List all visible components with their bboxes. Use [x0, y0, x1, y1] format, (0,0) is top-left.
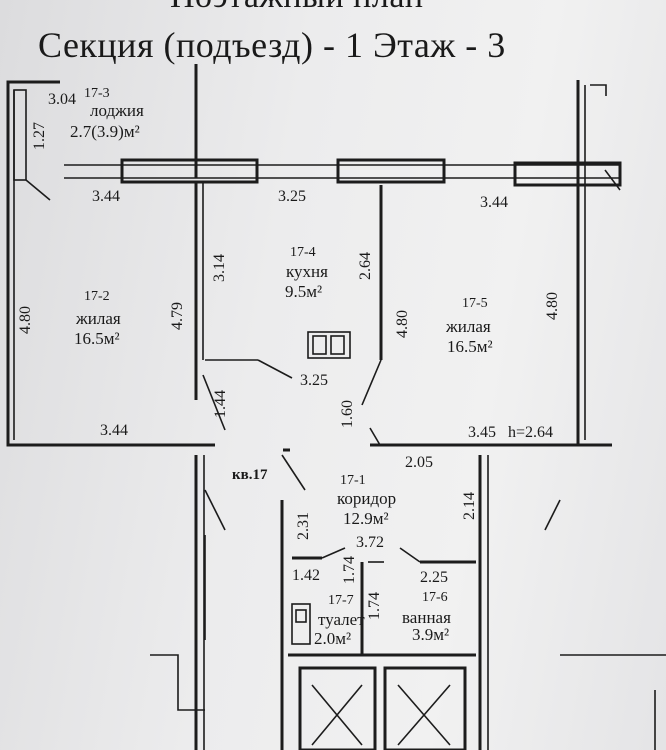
window-kitchen — [336, 158, 446, 184]
room-17-1-area: 12.9м² — [343, 509, 389, 528]
bath-door-swing — [399, 547, 421, 563]
room-17-6-name: ванная — [402, 608, 451, 627]
dim-room2-left: 4.80 — [17, 306, 34, 334]
dim-room5-left: 4.80 — [394, 310, 411, 338]
shaft-right — [383, 666, 467, 750]
room-17-1-name: коридор — [337, 489, 397, 508]
dim-room5-right: 4.80 — [544, 292, 561, 320]
room-17-3-area: 2.7(3.9)м² — [70, 122, 140, 141]
loggia-door-swing — [25, 179, 51, 201]
room-17-5-area: 16.5м² — [447, 337, 493, 356]
stove-burner-right — [330, 335, 345, 355]
shaft-right-cross-b — [397, 684, 451, 746]
kitchen-door-swing — [257, 359, 293, 379]
dim-loggia-width: 3.04 — [48, 91, 76, 108]
right-corner-mark — [590, 84, 607, 96]
shaft-left-cross-b — [311, 684, 363, 746]
stove-burner-left — [312, 335, 327, 355]
room-17-1-number: 17-1 — [340, 473, 366, 488]
dim-room4-bottom: 3.25 — [300, 372, 328, 389]
dim-room4-left: 3.14 — [211, 254, 228, 282]
entry-door-swing — [204, 489, 226, 531]
dim-corridor-left: 2.31 — [295, 512, 312, 540]
room-17-2-name: жилая — [76, 309, 121, 328]
loggia-side-wall — [13, 89, 27, 181]
door-swing-room5 — [361, 359, 382, 406]
toilet-door-swing — [321, 547, 346, 559]
door-swing-corridor-room5 — [369, 427, 381, 446]
plan-subtitle: Секция (подъезд) - 1 Этаж - 3 — [38, 25, 506, 65]
outer-wall-left — [6, 80, 215, 447]
dim-room5-top: 3.44 — [480, 194, 508, 211]
toilet-fixture-seat — [295, 609, 307, 623]
plan-title: Поэтажный план — [170, 0, 424, 16]
dim-corridor-right: 2.14 — [461, 492, 478, 520]
room-17-2-number: 17-2 — [84, 289, 110, 304]
window-room-2 — [120, 158, 259, 184]
window-room-5 — [513, 161, 622, 187]
room-17-6-number: 17-6 — [422, 590, 448, 605]
room-17-3-name: лоджия — [90, 101, 144, 120]
room-17-7-area: 2.0м² — [314, 629, 352, 648]
dim-toilet-side-a: 1.74 — [341, 556, 358, 584]
toilet-fixture-icon — [291, 603, 311, 645]
corridor-door-swing — [281, 454, 306, 491]
room-17-3-number: 17-3 — [84, 86, 110, 101]
room-17-5-name: жилая — [446, 317, 491, 336]
dim-room2-top: 3.44 — [92, 188, 120, 205]
dim-toilet-top: 1.42 — [292, 567, 320, 584]
dim-bath-top: 2.25 — [420, 569, 448, 586]
shaft-left — [298, 666, 377, 750]
door-swing-room2 — [202, 374, 226, 431]
dim-room2-right: 4.79 — [169, 302, 186, 330]
neighbor-door-swing — [544, 499, 561, 531]
room-17-2-area: 16.5м² — [74, 329, 120, 348]
dim-toilet-side-b: 1.74 — [366, 592, 383, 620]
apartment-label: кв.17 — [232, 467, 268, 483]
dim-door-1-44: 1.44 — [212, 390, 229, 418]
room-17-4-number: 17-4 — [290, 245, 316, 260]
facade-break — [604, 169, 621, 191]
dim-room4-top: 3.25 — [278, 188, 306, 205]
room-17-7-number: 17-7 — [328, 593, 354, 608]
room-17-4-name: кухня — [286, 262, 328, 281]
dim-corridor-bottom: 3.72 — [356, 534, 384, 551]
dim-room2-bottom: 3.44 — [100, 422, 128, 439]
room-17-7-name: туалет — [318, 610, 365, 629]
dim-loggia-depth: 1.27 — [31, 122, 48, 150]
room-17-4-area: 9.5м² — [285, 282, 323, 301]
dim-corridor-top: 2.05 — [405, 454, 433, 471]
room-17-5-number: 17-5 — [462, 296, 488, 311]
neighbor-wall-left — [150, 654, 205, 711]
room-17-6-area: 3.9м² — [412, 625, 450, 644]
ceiling-height: h=2.64 — [508, 424, 554, 441]
dim-door-1-60: 1.60 — [339, 400, 356, 428]
dim-room4-right: 2.64 — [357, 252, 374, 280]
stove-icon — [307, 331, 351, 359]
dim-room5-bottom: 3.45 — [468, 424, 496, 441]
